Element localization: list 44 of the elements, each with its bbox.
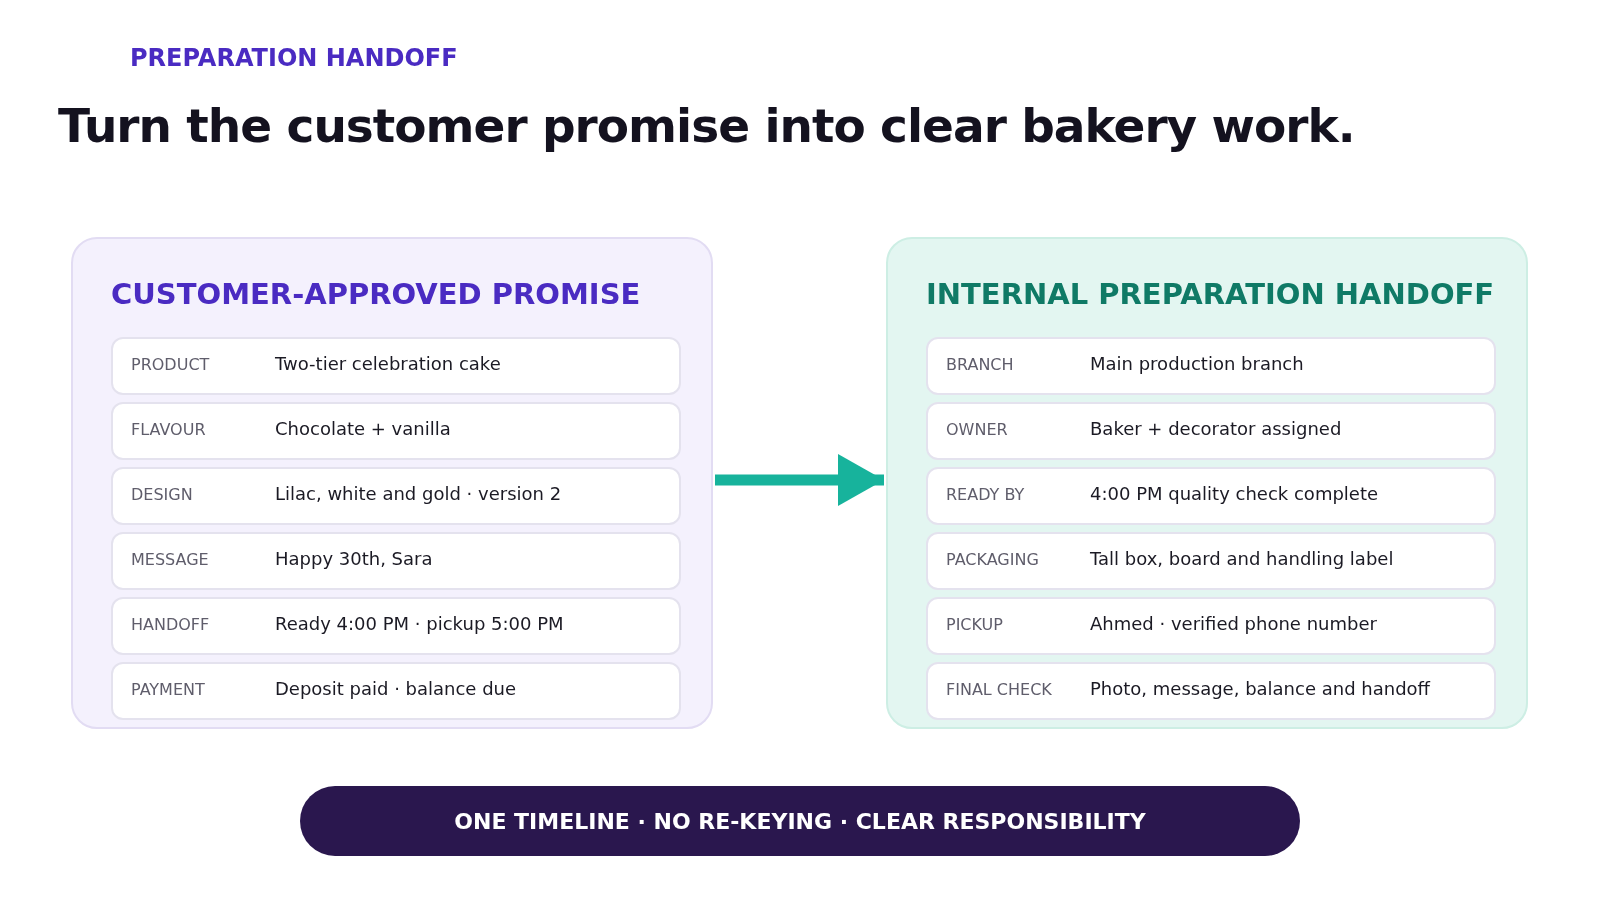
slide-title: Turn the customer promise into clear bakery work. (58, 98, 1355, 153)
arrow (715, 454, 884, 506)
field-row (111, 662, 681, 720)
field-label: PICKUP (946, 615, 1003, 634)
field-label: FLAVOUR (131, 420, 206, 439)
summary-banner: ONE TIMELINE · NO RE-KEYING · CLEAR RESPONSIBILITY (300, 786, 1300, 856)
field-value: Deposit paid · balance due (275, 678, 517, 699)
field-label: FINAL CHECK (946, 680, 1052, 699)
field-row (926, 597, 1496, 655)
field-value: Lilac, white and gold · version 2 (275, 483, 562, 504)
field-label: READY BY (946, 485, 1025, 504)
field-value: 4:00 PM quality check complete (1090, 483, 1379, 504)
field-value: Two-tier celebration cake (275, 353, 501, 374)
panel-heading: CUSTOMER-APPROVED PROMISE (111, 277, 641, 311)
field-value: Main production branch (1090, 353, 1304, 374)
field-row (111, 402, 681, 460)
field-label: PAYMENT (131, 680, 205, 699)
field-row (926, 467, 1496, 525)
panel (886, 237, 1528, 729)
field-label: PRODUCT (131, 355, 210, 374)
field-label: PACKAGING (946, 550, 1039, 569)
field-row (926, 532, 1496, 590)
field-row (926, 337, 1496, 395)
field-value: Ahmed · verified phone number (1090, 613, 1377, 634)
field-row (111, 337, 681, 395)
field-label: DESIGN (131, 485, 193, 504)
field-value: Happy 30th, Sara (275, 548, 433, 569)
field-row (111, 467, 681, 525)
field-label: HANDOFF (131, 615, 210, 634)
field-label: BRANCH (946, 355, 1014, 374)
field-row (111, 532, 681, 590)
field-label: MESSAGE (131, 550, 209, 569)
field-row (926, 662, 1496, 720)
field-row (111, 597, 681, 655)
field-row (926, 402, 1496, 460)
field-label: OWNER (946, 420, 1008, 439)
section-kicker: PREPARATION HANDOFF (130, 44, 458, 72)
field-value: Tall box, board and handling label (1090, 548, 1394, 569)
field-value: Chocolate + vanilla (275, 418, 451, 439)
panel (71, 237, 713, 729)
field-value: Ready 4:00 PM · pickup 5:00 PM (275, 613, 564, 634)
field-value: Photo, message, balance and handoff (1090, 678, 1430, 699)
field-value: Baker + decorator assigned (1090, 418, 1342, 439)
panel-heading: INTERNAL PREPARATION HANDOFF (926, 277, 1495, 311)
